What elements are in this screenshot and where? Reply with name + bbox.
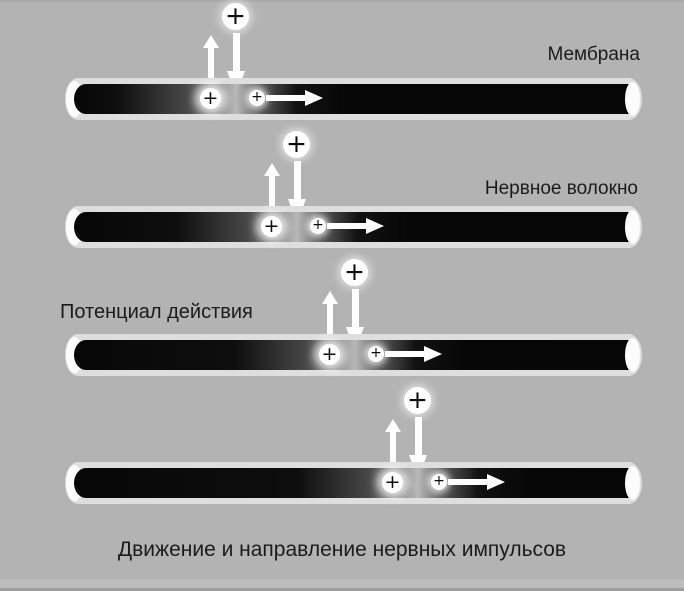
arrow-up-head (385, 419, 401, 432)
tube-right-cap (625, 338, 640, 372)
arrow-up-icon (385, 419, 401, 470)
arrow-up-shaft (390, 432, 396, 470)
positive-ion-icon: + (222, 3, 249, 30)
arrow-up-icon (203, 35, 219, 86)
arrow-down-shaft (414, 417, 422, 455)
bottom-edge-line (0, 588, 684, 591)
arrow-up-icon (264, 163, 280, 214)
positive-ion-icon: + (341, 259, 368, 286)
positive-ion-icon: + (249, 90, 265, 106)
positive-ion-icon: + (283, 131, 310, 158)
arrow-right-shaft (327, 223, 368, 229)
arrow-up-shaft (327, 304, 333, 342)
tube-right-cap (625, 210, 640, 244)
positive-ion-icon: + (310, 218, 326, 234)
tube-right-cap (625, 466, 640, 500)
arrow-right-icon (448, 474, 505, 490)
membrane-label: Мембрана (547, 44, 640, 65)
arrow-right-icon (385, 346, 442, 362)
action-potential-label: Потенциал действия (60, 301, 253, 323)
arrow-right-head (366, 218, 384, 234)
tube-interior (74, 340, 634, 370)
top-edge-line (0, 0, 684, 2)
arrow-right-head (487, 474, 505, 490)
arrow-up-head (322, 291, 338, 304)
arrow-right-head (305, 90, 323, 106)
arrow-up-icon (322, 291, 338, 342)
positive-ion-icon: + (261, 216, 282, 237)
arrow-up-head (264, 163, 280, 176)
arrow-up-shaft (269, 176, 275, 214)
positive-ion-icon: + (319, 344, 340, 365)
bottom-edge-highlight (0, 579, 684, 588)
arrow-down-shaft (351, 289, 359, 327)
arrow-right-shaft (385, 351, 426, 357)
arrow-down-shaft (293, 161, 301, 199)
arrow-up-head (203, 35, 219, 48)
arrow-right-icon (266, 90, 323, 106)
tube-interior (74, 468, 634, 498)
nerve-fiber-tube (65, 334, 642, 376)
nerve-fiber-tube (65, 78, 642, 120)
arrow-right-shaft (266, 95, 307, 101)
nerve-fiber-tube (65, 206, 642, 248)
diagram-caption: Движение и направление нервных импульсов (117, 538, 567, 561)
arrow-right-icon (327, 218, 384, 234)
positive-ion-icon: + (200, 88, 221, 109)
nerve-fiber-tube (65, 462, 642, 504)
nerve-fiber-label: Нервное волокно (484, 178, 638, 199)
arrow-down-shaft (232, 33, 240, 71)
positive-ion-icon: + (382, 472, 403, 493)
positive-ion-icon: + (368, 346, 384, 362)
arrow-right-shaft (448, 479, 489, 485)
positive-ion-icon: + (404, 387, 431, 414)
tube-right-cap (625, 82, 640, 116)
arrow-right-head (424, 346, 442, 362)
positive-ion-icon: + (431, 474, 447, 490)
arrow-up-shaft (208, 48, 214, 86)
tube-interior (74, 84, 634, 114)
